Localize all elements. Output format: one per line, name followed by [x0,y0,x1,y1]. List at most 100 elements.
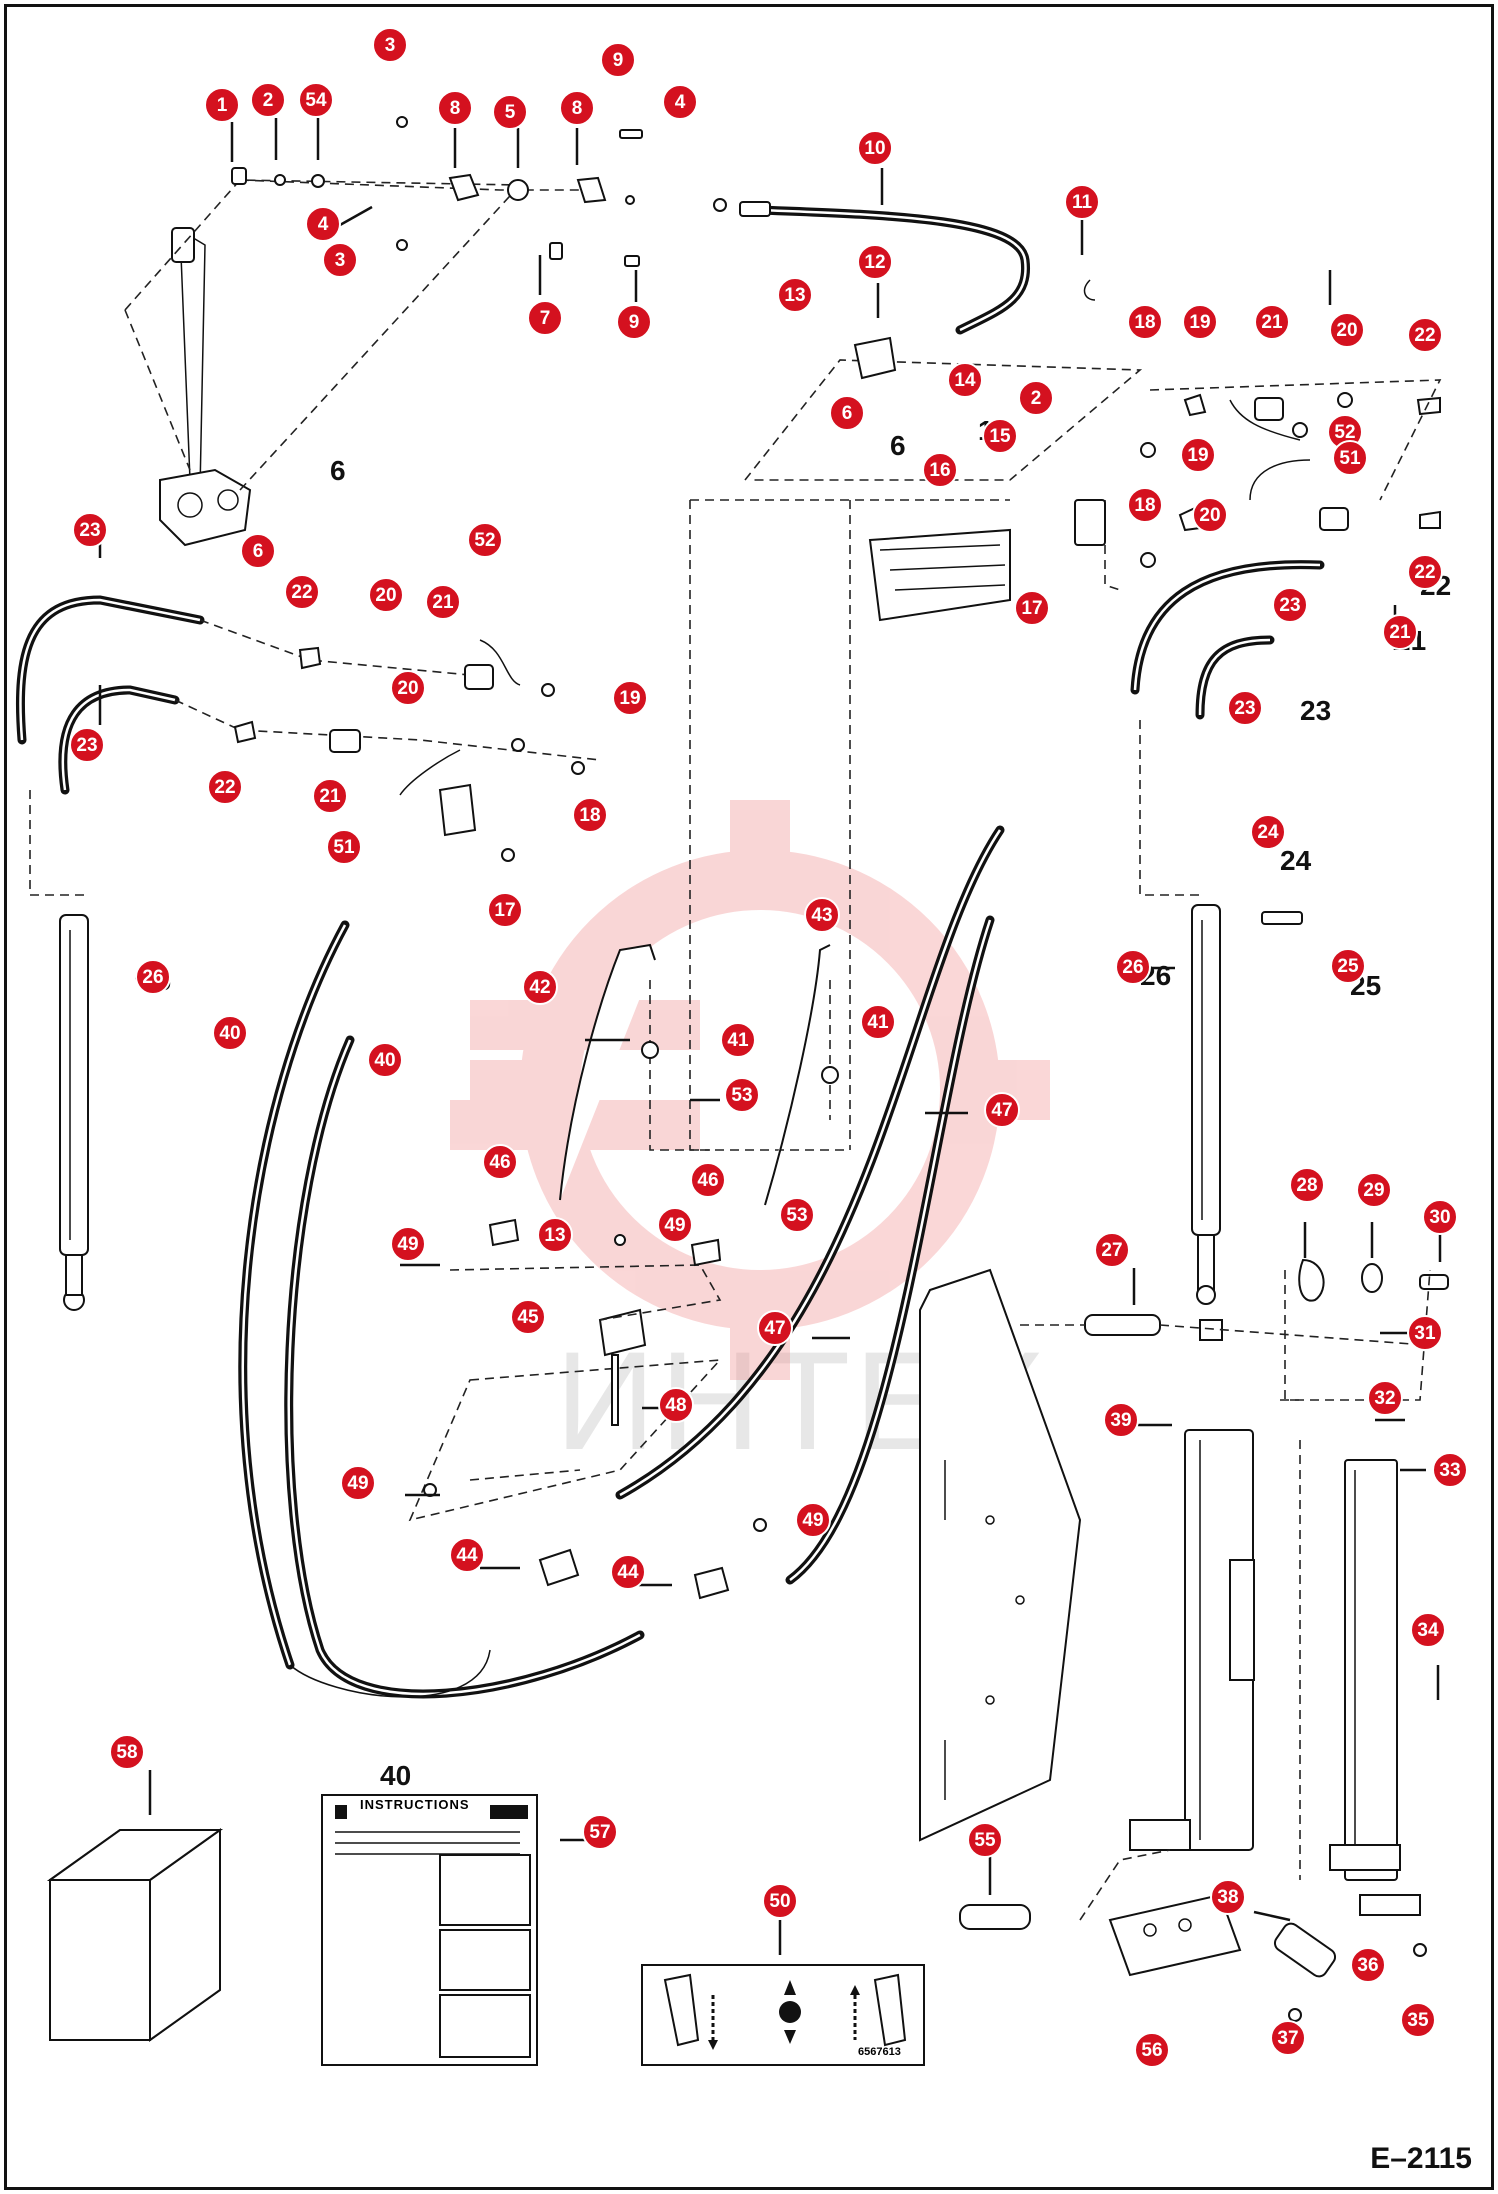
instructions-card-graphic [321,1794,538,2066]
callout-11: 11 [1064,184,1100,220]
callout-18: 18 [1127,304,1163,340]
callout-49: 49 [795,1502,831,1538]
upright-post-right [1299,1440,1401,1881]
svg-text:23: 23 [1300,695,1331,726]
callout-20: 20 [1329,312,1365,348]
callout-48: 48 [658,1387,694,1423]
callout-label: 22 [1414,325,1435,346]
svg-text:6: 6 [330,455,346,486]
callout-label: 53 [731,1085,752,1106]
callout-26: 26 [1115,949,1151,985]
callout-46: 46 [482,1144,518,1180]
callout-label: 29 [1363,1180,1384,1201]
callout-29: 29 [1356,1172,1392,1208]
callout-46: 46 [690,1162,726,1198]
callout-label: 38 [1217,1887,1238,1908]
callout-label: 4 [318,214,329,235]
callout-label: 14 [954,370,976,391]
steel-tubes [559,943,839,1206]
callout-label: 13 [784,285,805,306]
callout-label: 20 [1199,505,1220,526]
callout-label: 23 [76,735,97,756]
callout-23: 23 [1272,587,1308,623]
callout-label: 27 [1101,1240,1122,1261]
callout-47: 47 [757,1310,793,1346]
callout-37: 37 [1270,2020,1306,2056]
callout-49: 49 [657,1207,693,1243]
callout-21: 21 [312,778,348,814]
callout-label: 37 [1277,2028,1298,2049]
callout-label: 32 [1374,1388,1395,1409]
callout-52: 52 [467,522,503,558]
callout-label: 26 [1122,957,1143,978]
callout-22: 22 [1407,554,1443,590]
callout-label: 33 [1439,1460,1460,1481]
callout-4: 4 [662,84,698,120]
callout-label: 49 [664,1215,685,1236]
callout-label: 41 [867,1012,889,1033]
callout-19: 19 [612,680,648,716]
callout-label: 50 [769,1891,790,1912]
callout-14: 14 [947,362,983,398]
callout-label: 42 [529,977,550,998]
lift-cylinders [29,720,1303,1311]
callout-8: 8 [559,90,595,126]
callout-label: 8 [572,98,583,119]
right-hoses [1130,560,1325,720]
callout-53: 53 [724,1077,760,1113]
callout-18: 18 [1127,487,1163,523]
callout-18: 18 [572,797,608,833]
callout-58: 58 [109,1734,145,1770]
drawing-number: E–2115 [1370,2142,1472,2175]
side-panel [919,1268,1082,1842]
callout-label: 21 [432,592,454,613]
callout-label: 34 [1417,1620,1439,1641]
control-lever-assembly [124,116,727,547]
callout-label: 9 [613,50,624,71]
callout-53: 53 [779,1197,815,1233]
callout-label: 49 [802,1510,823,1531]
callout-label: 2 [1031,388,1042,409]
callout-label: 13 [544,1225,565,1246]
callout-21: 21 [1254,304,1290,340]
callout-label: 20 [397,678,418,699]
callout-2: 2 [1018,380,1054,416]
callout-49: 49 [340,1465,376,1501]
callout-23: 23 [72,512,108,548]
callout-label: 11 [1072,192,1093,213]
callout-label: 22 [291,582,312,603]
callout-label: 58 [116,1742,137,1763]
callout-40: 40 [367,1042,403,1078]
callout-label: 21 [1261,312,1283,333]
callout-label: 51 [333,837,355,858]
callout-label: 18 [1134,495,1155,516]
callout-label: 52 [474,530,495,551]
long-hoses [238,825,1005,1699]
callout-label: 53 [786,1205,807,1226]
callout-13: 13 [537,1217,573,1253]
callout-label: 10 [864,138,885,159]
callout-7: 7 [527,300,563,336]
callout-label: 26 [142,967,163,988]
callout-label: 41 [727,1030,749,1051]
callout-12: 12 [857,244,893,280]
callout-label: 23 [79,520,100,541]
callout-label: 43 [811,905,832,926]
callout-39: 39 [1103,1402,1139,1438]
callout-49: 49 [390,1226,426,1262]
callout-label: 22 [1414,562,1435,583]
callout-16: 16 [922,452,958,488]
callout-label: 40 [219,1023,240,1044]
callout-label: 18 [579,805,600,826]
callout-6: 6 [240,533,276,569]
callout-47: 47 [984,1092,1020,1128]
callout-label: 19 [1187,445,1208,466]
decal-part-number: 6567613 [858,2046,901,2058]
svg-text:40: 40 [380,1760,411,1791]
callout-4: 4 [305,206,341,242]
callout-label: 12 [864,252,885,273]
callout-label: 55 [974,1830,996,1851]
callout-55: 55 [967,1822,1003,1858]
callout-32: 32 [1367,1380,1403,1416]
callout-10: 10 [857,130,893,166]
